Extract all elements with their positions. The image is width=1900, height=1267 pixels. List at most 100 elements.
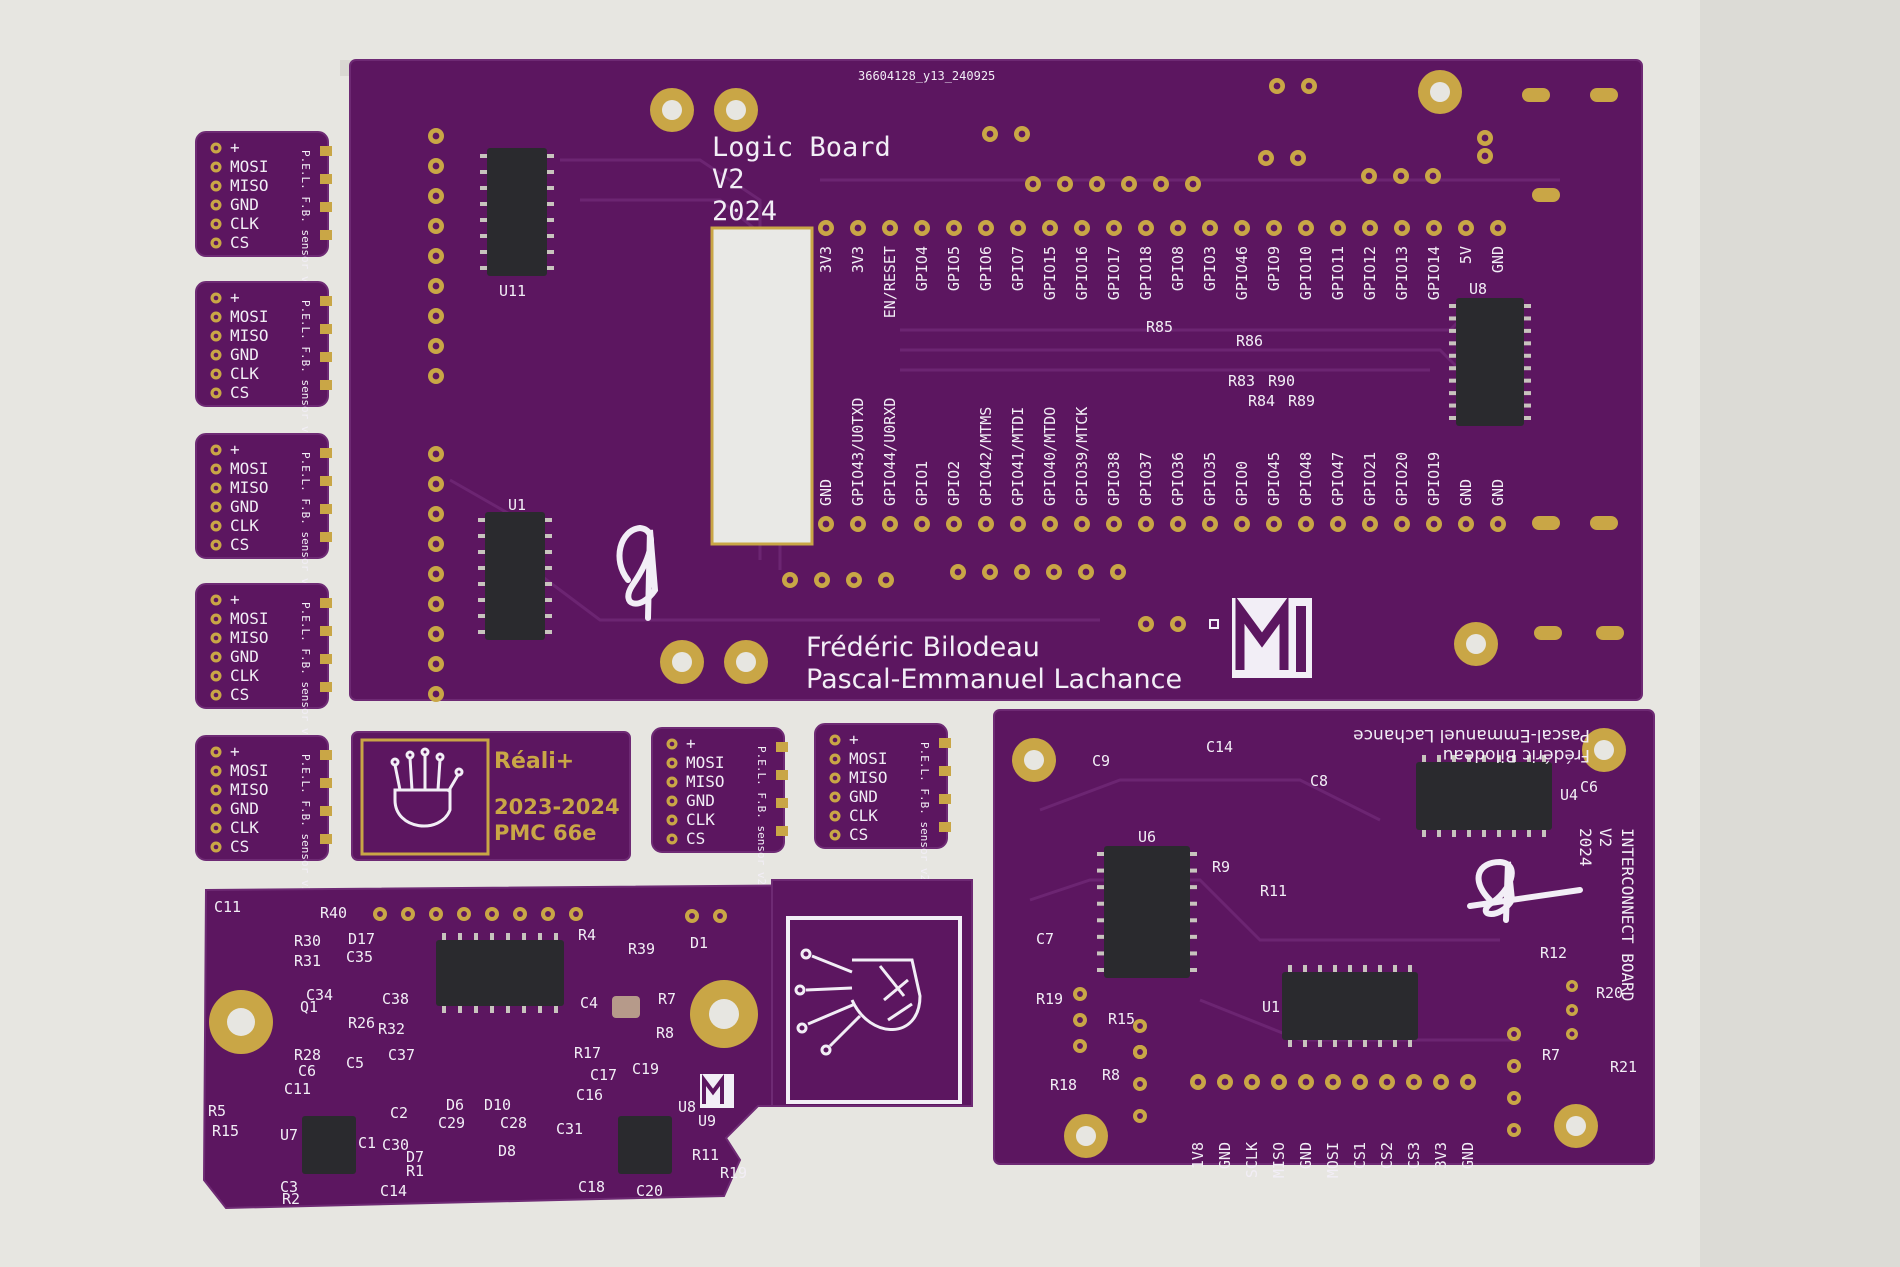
top-pin-label: GPIO46 (1233, 246, 1251, 300)
sensor-side-label: P.E.L. F.B. sensor v2 (755, 746, 768, 885)
pad-hole (1110, 520, 1118, 528)
capacitor-c4 (612, 996, 640, 1018)
pad-hole (1077, 1017, 1083, 1023)
chip-pin (1097, 951, 1104, 956)
pad-hole (1194, 1078, 1202, 1086)
power-component-label: R15 (212, 1122, 239, 1140)
sensor-substrate (814, 723, 948, 849)
pad-hole (1305, 82, 1313, 90)
power-component-label: R4 (578, 926, 596, 944)
sensor-pin-label: CS (230, 837, 249, 856)
chip-pin (547, 202, 554, 206)
chip-pin (1524, 328, 1531, 333)
chip-pin (480, 170, 487, 174)
sensor-side-label: P.E.L. F.B. sensor v2 (299, 754, 312, 893)
pad-hole (432, 690, 440, 698)
component-label: R9 (1212, 858, 1230, 876)
sensor-pin-label: CLK (849, 806, 878, 825)
bottom-pin-label: GPIO1 (913, 461, 931, 506)
pad-hole (1137, 1113, 1143, 1119)
side-year-group: 2024 (1576, 828, 1595, 867)
chip-pin (554, 1006, 558, 1013)
chip-u11 (487, 148, 547, 276)
top-pin-label: GPIO6 (977, 246, 995, 291)
chip-pin (1190, 901, 1197, 906)
chip-pins (1097, 755, 1546, 1047)
pad-hole (213, 202, 219, 208)
connector-pin-label: MISO (1270, 1142, 1288, 1178)
power-component-label: C31 (556, 1120, 583, 1138)
top-pin-label: GPIO12 (1361, 246, 1379, 300)
chip-pin (480, 202, 487, 206)
component-label: R18 (1050, 1076, 1077, 1094)
power-component-label: D7 (406, 1148, 424, 1166)
power-component-label: C2 (390, 1104, 408, 1122)
pad-hole (1569, 1007, 1575, 1013)
connector-pin-label: GND (1297, 1142, 1315, 1169)
pad-hole (918, 520, 926, 528)
sensor-pin-label: CS (686, 829, 705, 848)
chip-pin (547, 250, 554, 254)
chip-pin (1288, 965, 1292, 972)
sensor-pin-label: + (849, 730, 859, 749)
sensor-tab (320, 682, 332, 692)
pad-hole (432, 540, 440, 548)
pad-hole (832, 756, 838, 762)
author-1: Frédéric Bilodeau (806, 632, 1040, 663)
chip-pin (547, 266, 554, 270)
chip-u8 (1456, 298, 1524, 426)
trace (1029, 878, 1500, 942)
hand-logo-icon (390, 747, 464, 828)
pad-hole (818, 576, 826, 584)
pad-hole (1082, 568, 1090, 576)
chip-pin (1190, 951, 1197, 956)
sensor-tab (776, 742, 788, 752)
chip-pin (1467, 755, 1471, 762)
pad-hole (432, 480, 440, 488)
pad-hole (1137, 1081, 1143, 1087)
pad-hole (822, 224, 830, 232)
component-label: R7 (1542, 1046, 1560, 1064)
chip-pin (1449, 316, 1456, 321)
pad-hole (1061, 180, 1069, 188)
sensor-tab (320, 626, 332, 636)
bottom-pin-label: GPIO36 (1169, 452, 1187, 506)
pad-hole (1430, 224, 1438, 232)
ic-chip-label-u1: U1 (1262, 998, 1280, 1016)
power-component-label: U9 (698, 1112, 716, 1130)
pad-hole (1273, 82, 1281, 90)
interconnect-title: INTERCONNECT BOARD (1618, 828, 1637, 1001)
component-label: C6 (1580, 778, 1598, 796)
pad-hole (1511, 1127, 1517, 1133)
chip-pin (1190, 885, 1197, 890)
pad-hole (213, 768, 219, 774)
pad-hole (573, 911, 579, 917)
chip-pin (545, 534, 552, 538)
chip-pin (442, 933, 446, 940)
chip-pin (506, 1006, 510, 1013)
bottom-pin-label: GPIO40/MTDO (1041, 407, 1059, 506)
sensor-side-label: P.E.L. F.B. sensor v2 (299, 452, 312, 591)
pad-hole (1238, 520, 1246, 528)
pad-hole (832, 775, 838, 781)
pad-hole (1046, 224, 1054, 232)
left-header-pins (428, 128, 444, 702)
sensor-pin-label: MISO (230, 176, 269, 195)
chip-pin (1524, 403, 1531, 408)
connector-pin-label: MOSI (1324, 1142, 1342, 1178)
sensor-pin-label: MOSI (230, 307, 269, 326)
pad-hole (213, 145, 219, 151)
sensor-tab (776, 826, 788, 836)
chip-pin (1348, 1040, 1352, 1047)
circuit-hand-icon (794, 948, 922, 1056)
trace (1039, 778, 1381, 822)
interconnect-year: 2024 (1576, 828, 1595, 867)
chip-pin (1542, 830, 1546, 837)
pad-hole (1046, 520, 1054, 528)
top-pin-label: GPIO11 (1329, 246, 1347, 300)
pad-hole (213, 333, 219, 339)
